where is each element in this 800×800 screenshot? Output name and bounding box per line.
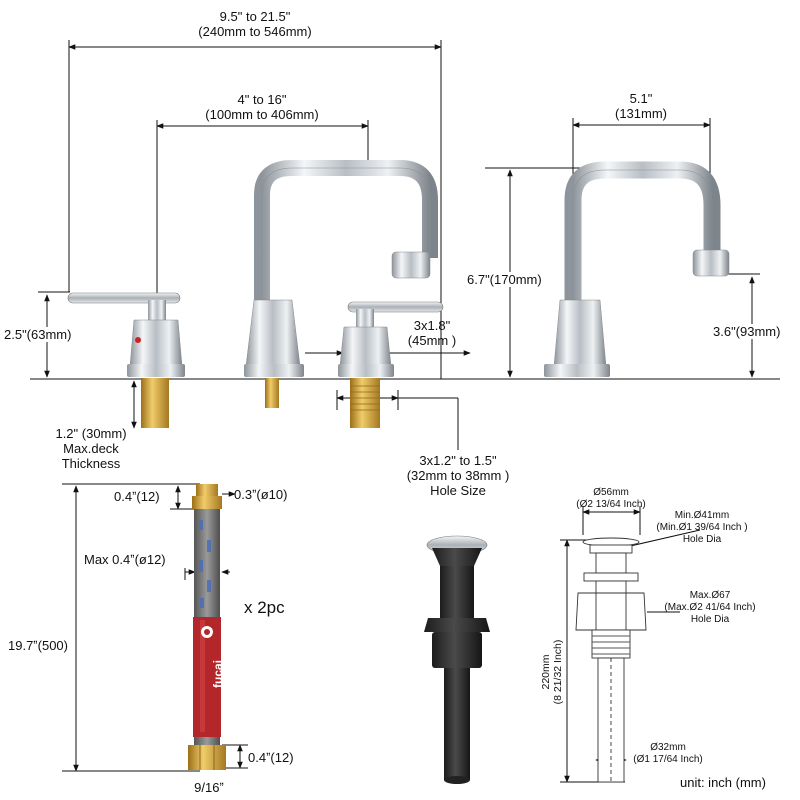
supply-hose <box>188 484 226 770</box>
drain-technical-drawing <box>575 537 647 783</box>
drain-min-hole-label: Min.Ø41mm (Min.Ø1 39/64 Inch ) Hole Dia <box>656 510 748 545</box>
drain-max-hole-label: Max.Ø67 (Max.Ø2 41/64 Inch) Hole Dia <box>664 590 756 625</box>
hose-top-diameter-label: 0.3ˮ(ø10) <box>234 487 288 502</box>
center-spout <box>244 160 438 408</box>
center-spread-label: 4" to 16" (100mm to 406mm) <box>205 92 319 122</box>
handle-base-label: 3x1.8" (45mm ) <box>407 318 457 348</box>
drain-tail-diameter-label: Ø32mm (Ø1 17/64 Inch) <box>633 742 703 765</box>
right-handle <box>338 301 444 428</box>
hose-quantity-label: x 2pc <box>244 598 285 617</box>
left-handle <box>67 292 185 428</box>
overall-width-label: 9.5" to 21.5" (240mm to 546mm) <box>198 9 312 39</box>
hose-brand-text: fucai <box>211 659 225 688</box>
hole-size-label: 3x1.2" to 1.5" (32mm to 38mm ) Hole Size <box>406 453 510 498</box>
hose-thread-label: 9/16ˮ <box>194 780 224 795</box>
deck-thickness-label: 1.2" (30mm) Max.deck Thickness <box>55 426 127 471</box>
hose-bottom-nut-label: 0.4ˮ(12) <box>248 750 294 765</box>
popup-drain-photo <box>424 535 490 784</box>
spout-height-label: 6.7"(170mm) <box>467 272 542 287</box>
hose-max-diameter-label: Max 0.4ˮ(ø12) <box>84 552 166 567</box>
spout-reach-label: 5.1" (131mm) <box>614 91 668 121</box>
unit-note: unit: inch (mm) <box>680 775 766 790</box>
faucet-side-view <box>544 161 730 377</box>
drain-cap-diameter-label: Ø56mm (Ø2 13/64 Inch) <box>576 487 646 510</box>
hose-top-nut-label: 0.4ˮ(12) <box>114 489 160 504</box>
faucet-front-view <box>67 160 444 428</box>
hose-length-label: 19.7ˮ(500) <box>8 638 68 653</box>
handle-height-label: 2.5"(63mm) <box>4 327 72 342</box>
outlet-height-label: 3.6"(93mm) <box>713 324 781 339</box>
drain-length-label: 220mm (8 21/32 Inch) <box>540 639 564 705</box>
